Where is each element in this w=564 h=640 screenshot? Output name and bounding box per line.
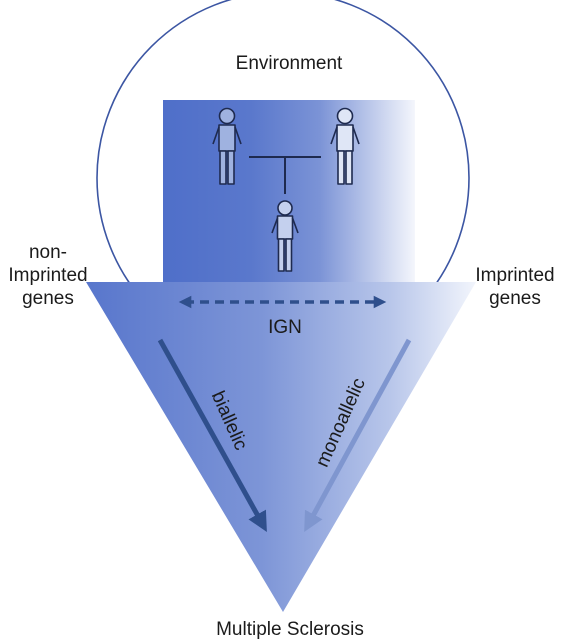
imprinted-label-line-2: genes <box>489 288 541 309</box>
person-icon <box>212 107 242 185</box>
environment-label: Environment <box>236 53 343 74</box>
person-icon <box>271 200 299 272</box>
outcome-label: Multiple Sclerosis <box>216 619 364 640</box>
non-imprinted-label-line-1: non- <box>29 242 67 263</box>
ign-label: IGN <box>268 317 302 338</box>
genes-triangle <box>86 282 476 612</box>
non-imprinted-label-line-2: Imprinted <box>8 265 87 286</box>
person-icon <box>330 107 360 185</box>
non-imprinted-label-line-3: genes <box>22 288 74 309</box>
monoallelic-arrow <box>304 338 412 533</box>
imprinted-label-line-1: Imprinted <box>475 265 554 286</box>
biallelic-arrow <box>157 338 267 532</box>
